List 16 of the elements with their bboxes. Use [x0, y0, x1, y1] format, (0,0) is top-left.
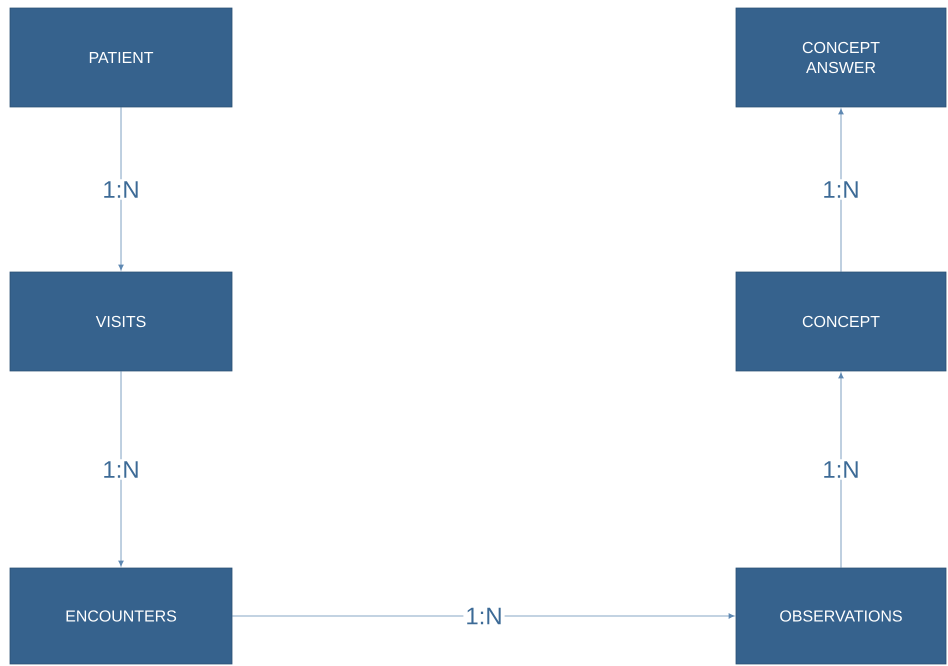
arrow [118, 107, 124, 271]
arrow [118, 371, 124, 567]
arrow [232, 613, 735, 619]
arrow [838, 372, 844, 568]
edge-label: 1:N [463, 606, 505, 626]
entity-box: CONCEPT ANSWER [736, 8, 946, 108]
arrow [838, 108, 844, 272]
edge-label: 1:N [100, 179, 142, 200]
entity-box: CONCEPT [736, 272, 946, 372]
entity-box: PATIENT [10, 8, 232, 108]
entity-box: VISITS [10, 272, 232, 372]
edge-label: 1:N [100, 459, 142, 480]
edge-label: 1:N [820, 459, 862, 480]
entity-box: OBSERVATIONS [736, 568, 946, 664]
edge-label: 1:N [820, 179, 862, 200]
entity-box: ENCOUNTERS [10, 568, 232, 664]
